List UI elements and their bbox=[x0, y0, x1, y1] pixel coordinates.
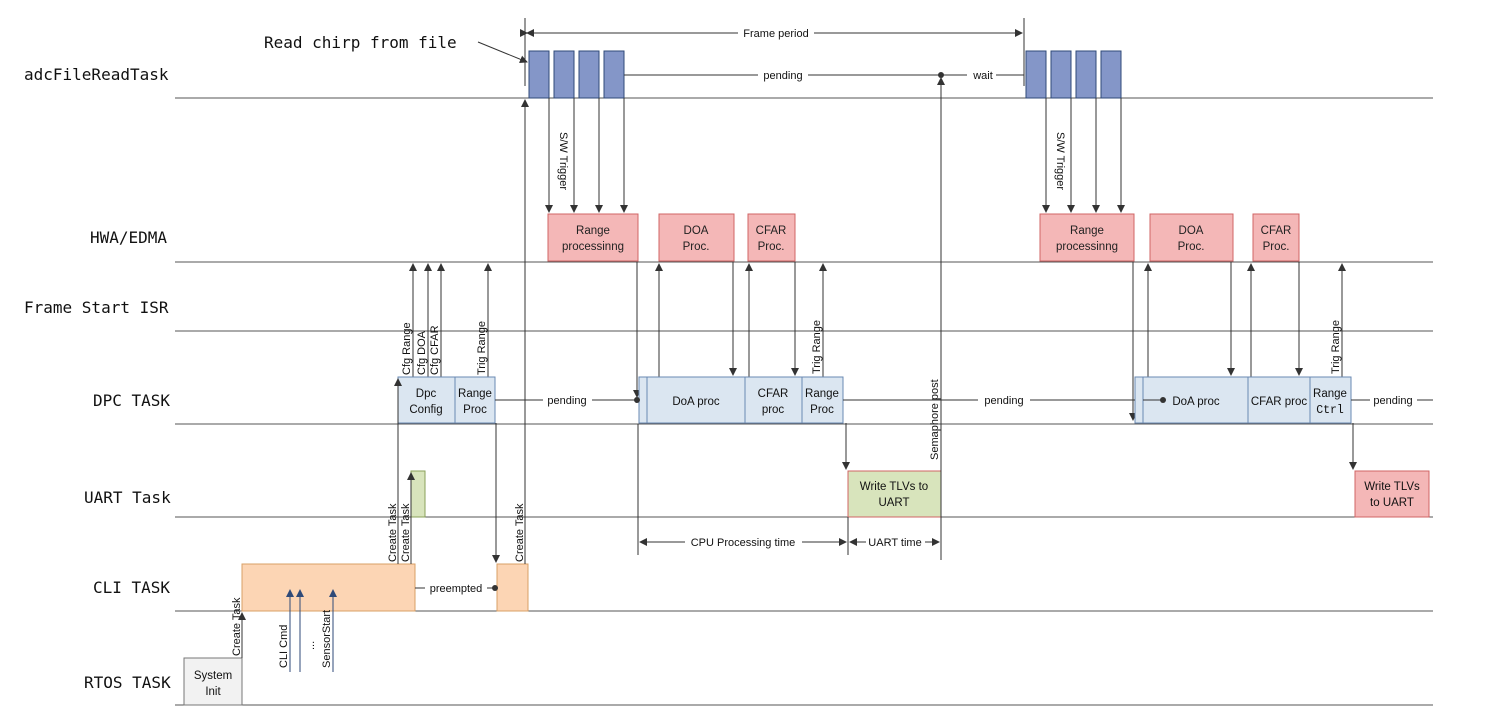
dpc-pending-label-1: pending bbox=[547, 395, 586, 407]
adc-chirps-frame1 bbox=[528, 50, 625, 99]
frame-period-marker: Frame period bbox=[520, 18, 1025, 86]
dpc-range2-text-b: Proc bbox=[810, 404, 834, 416]
sensor-start-label: SensorStart bbox=[321, 610, 333, 668]
hwa-cfar-block-1 bbox=[747, 213, 796, 262]
dpc-cfar-text-b: proc bbox=[762, 404, 785, 416]
hwa-range-block-2 bbox=[1039, 213, 1135, 262]
hwa-cfar-text-2b: Proc. bbox=[1263, 241, 1290, 253]
hwa-doa-block-1 bbox=[658, 213, 735, 262]
cli-task-block-1 bbox=[241, 563, 416, 612]
dpc-doa-proc-block bbox=[646, 376, 746, 424]
cpu-uart-time-markers bbox=[637, 424, 942, 560]
uart-write-text-1b: UART bbox=[878, 497, 909, 509]
cfg-doa-label: Cfg DOA bbox=[416, 330, 428, 375]
hwa-range-text-1a: Range bbox=[576, 225, 610, 237]
rtos-system-init-block bbox=[183, 657, 243, 706]
dpc-range2-text-a: Range bbox=[805, 388, 839, 400]
cfg-arrows bbox=[409, 263, 492, 377]
dpc-range-ctrl-text-b: Ctrl bbox=[1316, 404, 1344, 417]
adc-pending-label: pending bbox=[763, 70, 802, 82]
create-task-label-2: Create Task bbox=[400, 503, 412, 562]
lane-label-uart: UART Task bbox=[84, 488, 171, 507]
hwa-doa-text-1b: Proc. bbox=[683, 241, 710, 253]
dpc-small-block-1 bbox=[638, 376, 648, 424]
hwa-cfar-text-1a: CFAR bbox=[756, 225, 787, 237]
read-chirp-pointer bbox=[477, 41, 528, 64]
cli-preempted-label: preempted bbox=[430, 583, 483, 595]
lane-label-adc: adcFileReadTask bbox=[24, 65, 169, 84]
lane-label-hwa: HWA/EDMA bbox=[90, 228, 167, 247]
dpc-doa-text-1: DoA proc bbox=[672, 396, 720, 408]
cli-ellipsis-label: ... bbox=[305, 641, 317, 650]
cfg-range-label: Cfg Range bbox=[401, 322, 413, 375]
sw-trigger-arrows-1 bbox=[545, 98, 628, 213]
dpc-range-text-a: Range bbox=[458, 388, 492, 400]
trig-range-label-2: Trig Range bbox=[811, 320, 823, 374]
semaphore-post-label: Semaphore post bbox=[929, 379, 941, 460]
dpc-pending-label-3: pending bbox=[1373, 395, 1412, 407]
hwa-doa-block-2 bbox=[1149, 213, 1234, 262]
lane-label-dpc: DPC TASK bbox=[93, 391, 170, 410]
uart-write-text-2b: to UART bbox=[1370, 497, 1414, 509]
cli-task-block-2 bbox=[496, 563, 529, 612]
dpc-cfar-proc-block bbox=[744, 376, 803, 424]
dpc-small-block-2 bbox=[1134, 376, 1144, 424]
cpu-time-label: CPU Processing time bbox=[691, 537, 796, 549]
cli-cmd-label: CLI Cmd bbox=[278, 625, 290, 668]
hwa-range-block-1 bbox=[547, 213, 639, 262]
dpc-range-proc-block-2 bbox=[801, 376, 844, 424]
hwa-cfar-text-2a: CFAR bbox=[1261, 225, 1292, 237]
adc-wait-label: wait bbox=[972, 70, 993, 82]
dpc-range-ctrl-text-a: Range bbox=[1313, 388, 1347, 400]
sw-trigger-label-2: S/W Trigger bbox=[1054, 132, 1066, 190]
uart-write-text-1a: Write TLVs to bbox=[860, 481, 928, 493]
dpc-cfar-text-a: CFAR bbox=[758, 388, 789, 400]
uart-write-block-1 bbox=[847, 470, 942, 518]
trig-range-label-3: Trig Range bbox=[1330, 320, 1342, 374]
read-chirp-label: Read chirp from file bbox=[264, 33, 457, 52]
dpc-pending-label-2: pending bbox=[984, 395, 1023, 407]
trig-range-label-1: Trig Range bbox=[476, 321, 488, 375]
sw-trigger-arrows-2 bbox=[1042, 98, 1125, 213]
lane-label-rtos: RTOS TASK bbox=[84, 673, 171, 692]
dpc-range-proc-block bbox=[454, 376, 496, 424]
hwa-range-text-2a: Range bbox=[1070, 225, 1104, 237]
hwa-doa-text-1a: DOA bbox=[684, 225, 709, 237]
hwa-doa-text-2a: DOA bbox=[1179, 225, 1204, 237]
dpc-cfar-proc-block-2 bbox=[1247, 376, 1311, 424]
adc-chirps-frame2 bbox=[1025, 50, 1122, 99]
uart-small-block bbox=[410, 470, 426, 518]
dpc-config-block bbox=[397, 376, 456, 424]
hwa-cfar-block-2 bbox=[1252, 213, 1300, 262]
uart-write-text-2a: Write TLVs bbox=[1364, 481, 1420, 493]
hwa-cfar-text-1b: Proc. bbox=[758, 241, 785, 253]
lane-label-cli: CLI TASK bbox=[93, 578, 170, 597]
uart-write-block-2 bbox=[1354, 470, 1430, 518]
create-task-label-rtos: Create Task bbox=[231, 597, 243, 656]
sw-trigger-label-1: S/W Trigger bbox=[557, 132, 569, 190]
hwa-range-text-2b: processinng bbox=[1056, 241, 1118, 253]
dpc-cfar-text-2: CFAR proc bbox=[1251, 396, 1307, 408]
system-init-text-b: Init bbox=[205, 686, 221, 698]
hwa-range-text-1b: processinng bbox=[562, 241, 624, 253]
system-init-text-a: System bbox=[194, 670, 232, 682]
cfg-cfar-label: Cfg CFAR bbox=[429, 325, 441, 375]
dpc-doa-text-2: DoA proc bbox=[1172, 396, 1220, 408]
create-task-label-3: Create Task bbox=[514, 503, 526, 562]
dpc-range-text-b: Proc bbox=[463, 404, 487, 416]
dpc-config-text-a: Dpc bbox=[416, 388, 437, 400]
uart-time-label: UART time bbox=[868, 537, 921, 549]
dpc-range-ctrl-block bbox=[1309, 376, 1352, 424]
frame-period-label: Frame period bbox=[743, 28, 808, 40]
hwa-doa-text-2b: Proc. bbox=[1178, 241, 1205, 253]
create-task-label-1: Create Task bbox=[387, 503, 399, 562]
lane-label-isr: Frame Start ISR bbox=[24, 298, 169, 317]
dpc-config-text-b: Config bbox=[409, 404, 442, 416]
